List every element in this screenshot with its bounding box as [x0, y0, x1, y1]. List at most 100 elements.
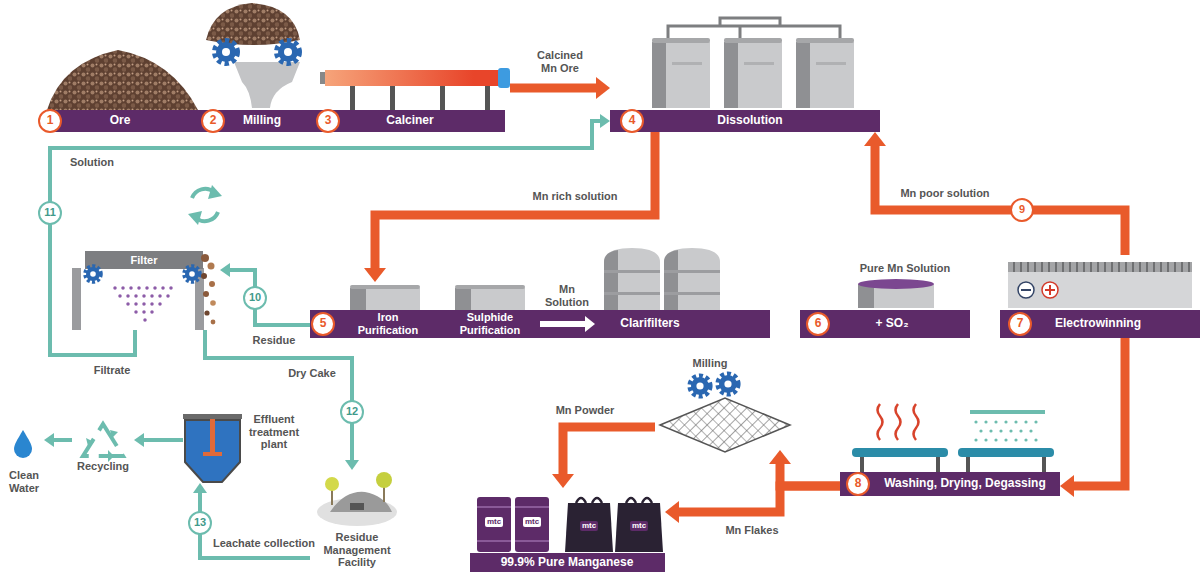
recycling-node: Recycling: [72, 418, 134, 476]
water-drop: [14, 430, 32, 458]
band-text: Electrowinning: [1028, 317, 1168, 331]
step-number: 8: [846, 472, 870, 496]
filter-press: [201, 273, 207, 279]
filter-press: [85, 251, 203, 269]
band-text: + SO₂: [852, 317, 932, 331]
band-text: 99.9% Pure Manganese: [475, 556, 660, 570]
cycle-icon: [188, 185, 222, 225]
electrowinning-cell: [1018, 282, 1034, 298]
washing-line: [970, 410, 1045, 414]
electrowinning-cell: [1008, 262, 1192, 272]
flow-arrow: [875, 146, 1125, 255]
flow-arrow: [144, 438, 183, 442]
powder-mill: [718, 374, 738, 394]
step-number: 1: [38, 109, 62, 133]
dissolution-tanks: [724, 38, 782, 108]
process-band: Electrowinning7: [1000, 255, 1200, 338]
calciner-kiln: [325, 70, 500, 86]
node-heading: Effluent treatment plant: [244, 413, 304, 451]
filter-press: [72, 251, 216, 330]
flow-arrow: [563, 427, 655, 474]
washing-line: [936, 457, 940, 472]
residue-facility: Residue Management Facility: [310, 470, 410, 572]
process-band: Iron Purification 5: [310, 282, 440, 338]
dissolution-tanks: [652, 18, 854, 108]
purification-tanks: [455, 285, 525, 310]
electrowinning-cell: [1021, 289, 1031, 291]
washing-line: [976, 422, 1040, 440]
filter-text: Filter: [109, 254, 179, 267]
mill-icon: [215, 41, 237, 63]
callout-number: 12: [340, 400, 364, 424]
effluent-tank: [183, 414, 242, 419]
electrowinning-cell: [1042, 282, 1058, 298]
flow-note: Filtrate: [82, 364, 142, 377]
washing-line: [966, 457, 970, 472]
step-number-text: 6: [808, 317, 828, 331]
clarifier-tanks: [604, 248, 720, 310]
process-band: [800, 310, 970, 338]
calciner-kiln: [350, 86, 355, 110]
process-band: [45, 110, 1200, 572]
logo-text: mtc: [630, 521, 648, 531]
band-text: Milling: [222, 114, 302, 128]
product-drums: [615, 503, 663, 552]
band-text: Clarifilters: [595, 317, 705, 331]
step-number: 4: [620, 109, 644, 133]
flow-arrow: [679, 486, 840, 512]
calciner-kiln: [390, 86, 395, 110]
flow-label: Mn Solution: [542, 283, 592, 308]
product-drums: [515, 540, 549, 542]
electrowinning-cell: [1008, 272, 1192, 308]
filter-unit: Filter: [65, 250, 220, 330]
callout-number: 11: [38, 201, 62, 225]
callout-number: 10: [243, 286, 267, 310]
flow-arrow: [50, 121, 600, 355]
process-band: Ore1: [45, 40, 200, 132]
flow-label: Dry Cake: [282, 367, 342, 380]
calciner-kiln: [440, 86, 445, 110]
treatment-plant: Effluent treatment plant: [183, 412, 308, 483]
band-text: Iron Purification: [351, 311, 426, 336]
residue-site: [376, 472, 392, 488]
filter-press: [184, 266, 199, 281]
filter-press: [211, 320, 216, 325]
flow-arrow: [1074, 338, 1125, 486]
solution-tank: [858, 279, 934, 289]
band-text: Ore: [60, 114, 180, 128]
powder-mill: [660, 398, 790, 452]
flow-label: Residue: [244, 334, 304, 347]
calciner-kiln: [320, 68, 510, 110]
flow-label: Solution: [57, 156, 127, 169]
process-band: [610, 110, 880, 132]
step-number-text: 4: [622, 114, 642, 128]
process-band: Dissolution4: [610, 20, 880, 132]
recycle-icon: [86, 430, 118, 462]
callout-number: 9: [1010, 198, 1034, 222]
product-drums: [477, 540, 511, 542]
node-heading: Residue Management Facility: [315, 531, 399, 569]
step-number-text: 5: [313, 317, 333, 331]
step-number: 2: [201, 109, 225, 133]
residue-site: [325, 477, 339, 491]
filter-press: [204, 310, 209, 315]
band-text: Calciner: [350, 114, 470, 128]
process-band: [45, 110, 505, 132]
water-drop: [14, 430, 32, 458]
step-number: 7: [1008, 312, 1032, 336]
clarifier-tanks: [664, 248, 720, 310]
powder-mill: [690, 376, 710, 396]
effluent-tank: [185, 420, 240, 482]
dissolution-tanks: [796, 38, 854, 108]
node-heading: Milling: [670, 357, 750, 370]
filter-press: [72, 268, 81, 330]
dissolution-tanks: [652, 38, 710, 108]
effluent-tank: [183, 414, 242, 482]
mill-icon: [277, 41, 299, 63]
process-band: Sulphide Purification: [440, 282, 540, 338]
filter-press: [210, 300, 216, 306]
product-drums: [515, 506, 549, 508]
node-heading: Recycling: [73, 460, 133, 473]
washing-line: [1042, 457, 1046, 472]
flow-arrow: [54, 438, 72, 442]
